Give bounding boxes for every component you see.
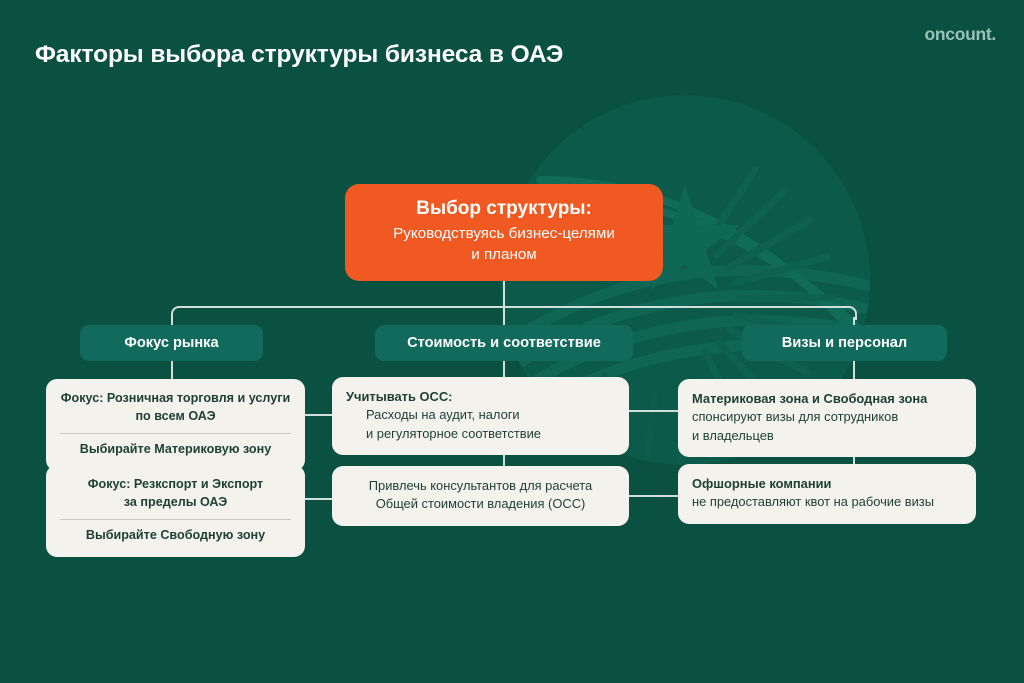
category-pill-cost-compliance[interactable]: Стоимость и соответствие (375, 325, 633, 361)
card-line: Учитывать ОСС: (346, 389, 453, 404)
card-line: и регуляторное соответствие (366, 425, 541, 441)
card-line: по всем ОАЭ (135, 408, 216, 423)
card-line: Выбирайте Материковую зону (79, 441, 272, 456)
connector-root-stem (503, 281, 505, 307)
card-line: и владельцев (692, 427, 774, 443)
card-right-0[interactable]: Материковая зона и Свободная зона спонси… (678, 379, 976, 457)
root-node-subtitle-line-1: Руководствуясь бизнес-целями (393, 224, 615, 242)
root-node-title: Выбор структуры: (416, 198, 592, 220)
category-pill-label: Фокус рынка (124, 335, 219, 351)
card-line: Расходы на аудит, налоги (366, 407, 520, 423)
card-line: Офшорные компании (692, 476, 832, 491)
card-left-1[interactable]: Фокус: Резкспорт и Экспорт за пределы ОА… (46, 465, 305, 557)
connector-bus-right-corner (845, 306, 857, 320)
card-line: Привлечь консультантов для расчета (368, 478, 593, 493)
page-title: Факторы выбора структуры бизнеса в ОАЭ (35, 41, 564, 68)
brand-logo: oncount. (924, 24, 997, 44)
connector-pill-1-stem (503, 361, 505, 377)
connector-link-left-to-middle-row-1 (305, 498, 332, 500)
category-pill-label: Визы и персонал (781, 335, 908, 351)
card-middle-1[interactable]: Привлечь консультантов для расчета Общей… (332, 466, 629, 526)
category-pill-label: Стоимость и соответствие (407, 335, 601, 351)
connector-pill-2-stem (853, 361, 855, 379)
root-node-structure-choice[interactable]: Выбор структуры: Руководствуясь бизнес-ц… (345, 184, 663, 281)
connector-bus-horizontal (180, 306, 847, 308)
connector-bus-left-corner (171, 306, 183, 320)
root-node-subtitle-line-2: и планом (471, 245, 537, 263)
connector-link-left-to-middle-row-0 (305, 414, 332, 416)
card-line: Материковая зона и Свободная зона (692, 391, 928, 406)
connector-middle-column-spine (503, 453, 505, 466)
card-line: за пределы ОАЭ (123, 494, 228, 509)
card-left-0[interactable]: Фокус: Розничная торговля и услуги по вс… (46, 379, 305, 471)
connector-drop-category-1 (503, 306, 505, 327)
card-line: Фокус: Резкспорт и Экспорт (87, 477, 264, 491)
connector-pill-0-stem (171, 361, 173, 379)
card-divider (60, 432, 291, 434)
card-right-1[interactable]: Офшорные компании не предоставляют квот … (678, 464, 976, 524)
category-pill-market-focus[interactable]: Фокус рынка (80, 325, 263, 361)
card-line: спонсируют визы для сотрудников (692, 409, 899, 425)
card-divider (60, 518, 291, 520)
connector-link-middle-to-right-row-0 (629, 410, 678, 412)
card-line: Выбирайте Свободную зону (85, 527, 266, 542)
card-line: не предоставляют квот на рабочие визы (692, 494, 934, 510)
card-line: Общей стоимости владения (ОСС) (375, 496, 586, 512)
category-pill-visas-staff[interactable]: Визы и персонал (742, 325, 947, 361)
card-middle-0[interactable]: Учитывать ОСС: Расходы на аудит, налоги … (332, 377, 629, 455)
connector-link-middle-to-right-row-1 (629, 495, 678, 497)
card-line: Фокус: Розничная торговля и услуги (60, 391, 291, 405)
